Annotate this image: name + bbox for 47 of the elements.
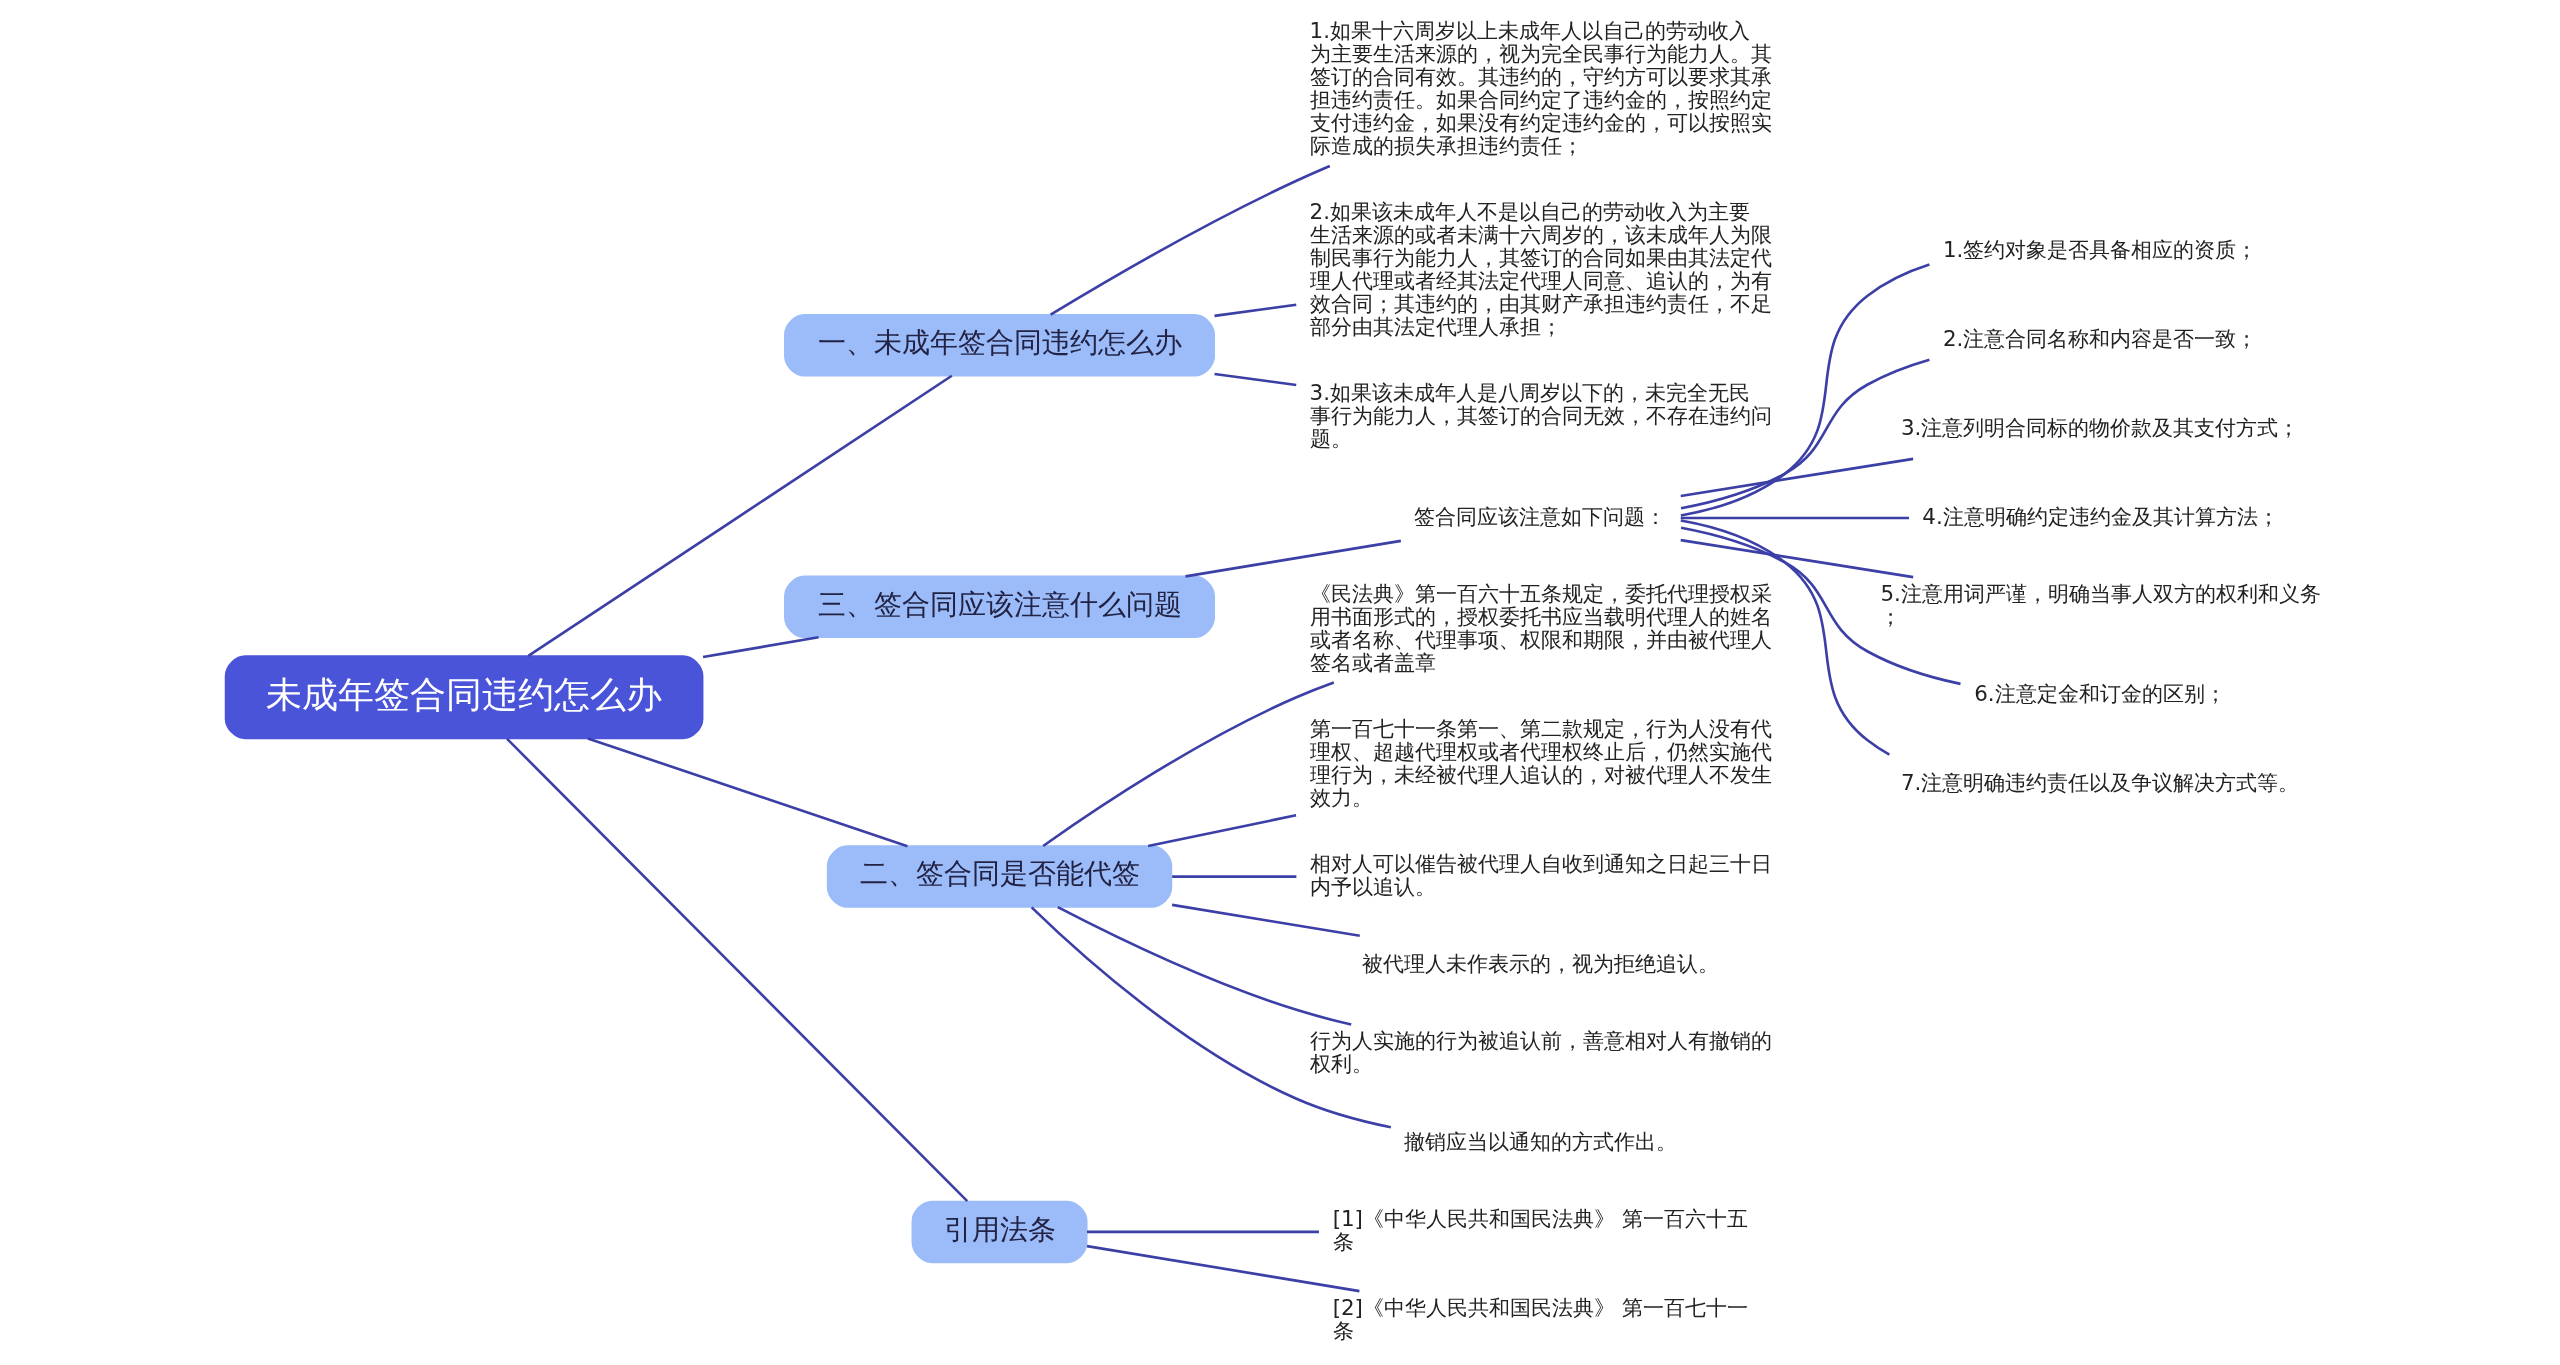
node-text: [2]《中华人民共和国民法典》 第一百七十一条 <box>1332 1294 1748 1343</box>
node-box: 二、签合同是否能代签 <box>826 845 1173 908</box>
node-box: 三、签合同应该注意什么问题 <box>784 575 1215 639</box>
connector <box>1171 903 1360 938</box>
node-text: 1.签约对象是否具备相应的资质； <box>1942 237 2258 263</box>
connector <box>587 737 908 848</box>
connector <box>527 374 953 657</box>
node-text: 6.注意定金和订金的区别； <box>1974 681 2226 707</box>
connector <box>1042 681 1335 848</box>
connector <box>1030 906 1392 1129</box>
connector <box>1185 539 1402 578</box>
node-text: 1.如果十六周岁以上未成年人以自己的劳动收入为主要生活来源的，视为完全民事行为能力人。其签订的合同有效。其违约的，守约方可以要求其承担违约责任。如果合同约定了违约金的，按照约定支付违约金，如果没有约定违约金的，可以按照实际造成的损失承担违约责任； <box>1309 18 1772 159</box>
connector <box>1086 1244 1360 1293</box>
node-text: [1]《中华人民共和国民法典》 第一百六十五条 <box>1332 1206 1748 1255</box>
node-text: 相对人可以催告被代理人自收到通知之日起三十日内予以追认。 <box>1309 850 1772 899</box>
connector <box>1214 303 1297 318</box>
node-text: 第一百七十一条第一、第二款规定，行为人没有代理权、超越代理权或者代理权终止后，仍然实施代理行为，未经被代理人追认的，对被代理人不发生效力。 <box>1309 715 1772 810</box>
connector <box>1087 1230 1319 1234</box>
connector <box>1680 526 1961 686</box>
connector <box>1049 164 1331 316</box>
connector <box>1147 814 1297 848</box>
node-text: 3.如果该未成年人是八周岁以下的，未完全无民事行为能力人，其签订的合同无效，不存在违约问题。 <box>1309 380 1772 452</box>
connector <box>1057 906 1352 1026</box>
connector <box>1172 875 1297 878</box>
connector <box>1680 538 1914 579</box>
node-text: 2.注意合同名称和内容是否一致； <box>1942 325 2258 351</box>
node-box: 一、未成年签合同违约怎么办 <box>784 314 1215 377</box>
connector <box>1680 519 1891 756</box>
node-text: 被代理人未作表示的，视为拒绝追认。 <box>1362 951 1720 977</box>
node-box: 未成年签合同违约怎么办 <box>224 655 704 740</box>
connector <box>1680 457 1914 498</box>
connector <box>1680 516 1909 520</box>
node-text: 撤销应当以通知的方式作出。 <box>1404 1128 1678 1154</box>
connector <box>506 737 969 1203</box>
connector <box>702 636 819 659</box>
connector <box>1214 372 1297 387</box>
node-text: 4.注意明确约定违约金及其计算方法； <box>1922 503 2279 529</box>
node-text: 签合同应该注意如下问题： <box>1414 503 1667 529</box>
node-text: 3.注意列明合同标的物价款及其支付方式； <box>1900 414 2300 440</box>
node-box: 引用法条 <box>911 1200 1088 1264</box>
connector <box>1680 263 1930 517</box>
node-text: 5.注意用词严谨，明确当事人双方的权利和义务； <box>1880 580 2321 629</box>
node-text: 7.注意明确违约责任以及争议解决方式等。 <box>1900 770 2300 796</box>
connector <box>1680 358 1930 510</box>
node-text: 2.如果该未成年人不是以自己的劳动收入为主要生活来源的或者未满十六周岁的，该未成年人为限制民事行为能力人，其签订的合同如果由其法定代理人代理或者经其法定代理人同意、追认的，为有效合同；其违约的，由其财产承担违约责任，不足部分由其法定代理人承担； <box>1309 199 1772 340</box>
node-text: 《民法典》第一百六十五条规定，委托代理授权采用书面形式的，授权委托书应当载明代理人的姓名或者名称、代理事项、权限和期限，并由被代理人签名或者盖章 <box>1309 580 1772 675</box>
node-text: 行为人实施的行为被追认前，善意相对人有撤销的权利。 <box>1309 1028 1772 1077</box>
